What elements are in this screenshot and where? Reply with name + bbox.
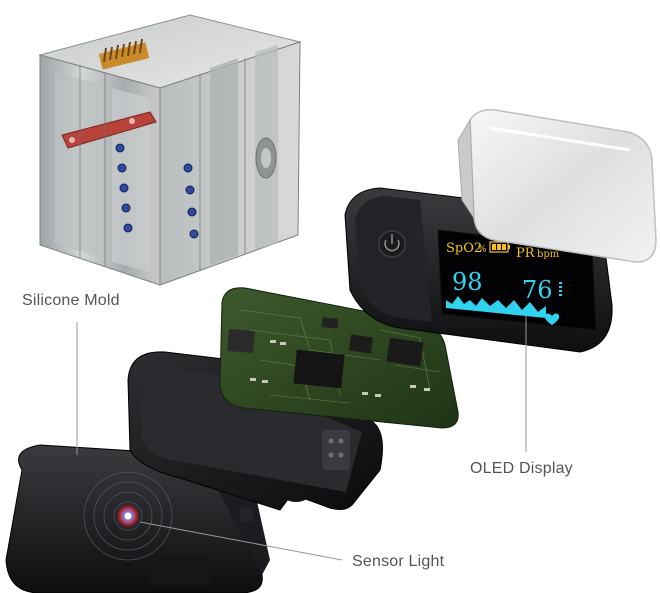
silicone-mold-image bbox=[38, 14, 302, 286]
oled-pr-value: 76 bbox=[522, 276, 553, 304]
leader-lines bbox=[76, 315, 527, 561]
heart-icon bbox=[544, 313, 560, 325]
oled-pr-unit: bpm bbox=[537, 249, 560, 260]
label-oled-display: OLED Display bbox=[470, 460, 573, 477]
glass-cover bbox=[457, 108, 657, 263]
middle-housing bbox=[127, 351, 383, 511]
label-sensor-light: Sensor Light bbox=[352, 553, 445, 570]
oled-spo2-value: 98 bbox=[452, 268, 483, 296]
leader-sensor-light bbox=[139, 521, 343, 561]
battery-icon bbox=[489, 241, 510, 253]
label-silicone-mold: Silicone Mold bbox=[22, 292, 120, 309]
oled-spo2-label: SpO2 bbox=[446, 241, 482, 256]
oled-pr-label: PR bbox=[516, 246, 536, 261]
oled-screen: SpO2 % PR bpm 98 76 bbox=[437, 229, 597, 331]
pleth-waveform bbox=[446, 296, 546, 318]
oled-spo2-unit: % bbox=[478, 245, 487, 255]
